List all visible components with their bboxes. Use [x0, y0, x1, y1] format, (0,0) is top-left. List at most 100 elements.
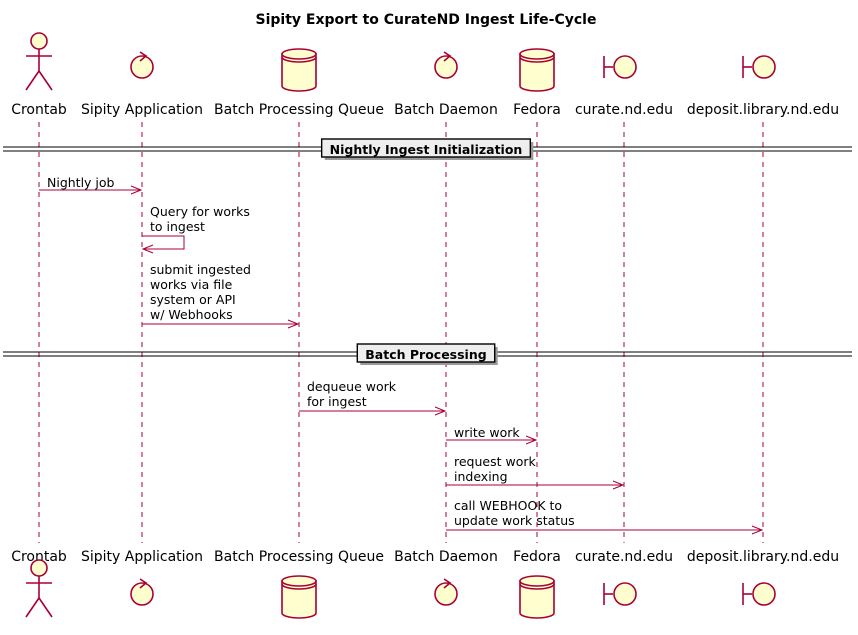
- message-arrow: [142, 235, 185, 250]
- database-rim: [519, 583, 555, 590]
- database-top: [281, 575, 317, 587]
- message-label: system or API: [150, 292, 236, 307]
- database-body: [281, 53, 317, 92]
- actor-icon: [25, 559, 53, 618]
- participant-label: deposit.library.nd.edu: [687, 549, 839, 565]
- divider-box: [356, 343, 496, 363]
- participant-deposit-top: deposit.library.nd.edu: [687, 55, 839, 118]
- participant-label: Sipity Application: [81, 102, 203, 118]
- boundary-circle: [752, 582, 776, 606]
- boundary-circle: [613, 582, 637, 606]
- message: write work: [446, 425, 538, 445]
- database-top: [519, 575, 555, 587]
- participant-curate-top: curate.nd.edu: [575, 55, 673, 118]
- actor-leg-right: [38, 597, 53, 618]
- participant-daemon-top: Batch Daemon: [394, 51, 498, 118]
- section-divider: Nightly Ingest Initialization: [3, 138, 852, 160]
- message-arrowhead: [525, 435, 538, 445]
- database-icon: [281, 575, 317, 619]
- actor-leg-left: [25, 597, 40, 618]
- participant-label: curate.nd.edu: [575, 549, 673, 565]
- control-icon: [434, 578, 458, 606]
- control-icon: [434, 51, 458, 79]
- participant-label: Fedora: [513, 102, 561, 118]
- control-circle: [434, 55, 458, 79]
- control-arrowhead: [443, 51, 452, 62]
- participant-sipity-top: Sipity Application: [81, 51, 203, 118]
- message-label: Query for works: [150, 204, 250, 219]
- participant-label: Batch Processing Queue: [214, 549, 384, 565]
- database-top: [281, 48, 317, 60]
- participant-label: Batch Daemon: [394, 549, 498, 565]
- database-rim: [519, 56, 555, 63]
- message-label: write work: [454, 425, 520, 440]
- database-top: [519, 48, 555, 60]
- participant-fedora-bottom: Fedora: [513, 549, 561, 619]
- control-arrowhead: [139, 51, 148, 62]
- control-arrowhead: [139, 578, 148, 589]
- control-icon: [130, 51, 154, 79]
- database-rim: [281, 56, 317, 63]
- message-arrowhead: [612, 480, 625, 490]
- participant-label: Crontab: [11, 102, 67, 118]
- database-icon: [519, 575, 555, 619]
- message-label: submit ingested: [150, 262, 251, 277]
- participant-daemon-bottom: Batch Daemon: [394, 549, 498, 606]
- participant-label: Sipity Application: [81, 549, 203, 565]
- participant-label: Batch Processing Queue: [214, 102, 384, 118]
- message-label: Nightly job: [47, 175, 115, 190]
- participant-sipity-bottom: Sipity Application: [81, 549, 203, 606]
- section-divider: Batch Processing: [3, 343, 852, 365]
- control-arrowhead: [443, 578, 452, 589]
- participant-label: curate.nd.edu: [575, 102, 673, 118]
- boundary-icon: [742, 582, 776, 606]
- message-label: works via file: [150, 277, 233, 292]
- database-icon: [519, 48, 555, 92]
- control-circle: [130, 55, 154, 79]
- message: Nightly job: [39, 175, 143, 195]
- participant-crontab-top: Crontab: [11, 32, 67, 118]
- control-circle: [130, 582, 154, 606]
- message-label: w/ Webhooks: [150, 307, 233, 322]
- boundary-icon: [603, 582, 637, 606]
- participant-crontab-bottom: Crontab: [11, 549, 67, 618]
- message-arrowhead: [287, 319, 300, 329]
- participant-deposit-bottom: deposit.library.nd.edu: [687, 549, 839, 606]
- participant-curate-bottom: curate.nd.edu: [575, 549, 673, 606]
- boundary-circle: [752, 55, 776, 79]
- divider-label: Nightly Ingest Initialization: [330, 142, 523, 157]
- boundary-icon: [603, 55, 637, 79]
- message-label: to ingest: [150, 219, 205, 234]
- database-icon: [281, 48, 317, 92]
- message-label: for ingest: [307, 394, 367, 409]
- database-rim: [281, 583, 317, 590]
- divider-label: Batch Processing: [365, 347, 486, 362]
- message-label: indexing: [454, 469, 508, 484]
- actor-leg-right: [38, 70, 53, 91]
- diagram-title: Sipity Export to CurateND Ingest Life-Cy…: [256, 12, 597, 28]
- participant-queue-top: Batch Processing Queue: [214, 48, 384, 118]
- actor-leg-left: [25, 70, 40, 91]
- database-body: [519, 580, 555, 619]
- actor-head: [30, 32, 48, 50]
- participant-label: Crontab: [11, 549, 67, 565]
- lifelines: [38, 122, 764, 543]
- message-label: request work: [454, 454, 536, 469]
- participant-fedora-top: Fedora: [513, 48, 561, 118]
- message-arrowhead: [130, 185, 143, 195]
- boundary-circle: [613, 55, 637, 79]
- message-label: update work status: [454, 513, 575, 528]
- actor-head: [30, 559, 48, 577]
- boundary-icon: [742, 55, 776, 79]
- participant-label: deposit.library.nd.edu: [687, 102, 839, 118]
- message-label: dequeue work: [307, 379, 397, 394]
- message-arrowhead: [751, 525, 764, 535]
